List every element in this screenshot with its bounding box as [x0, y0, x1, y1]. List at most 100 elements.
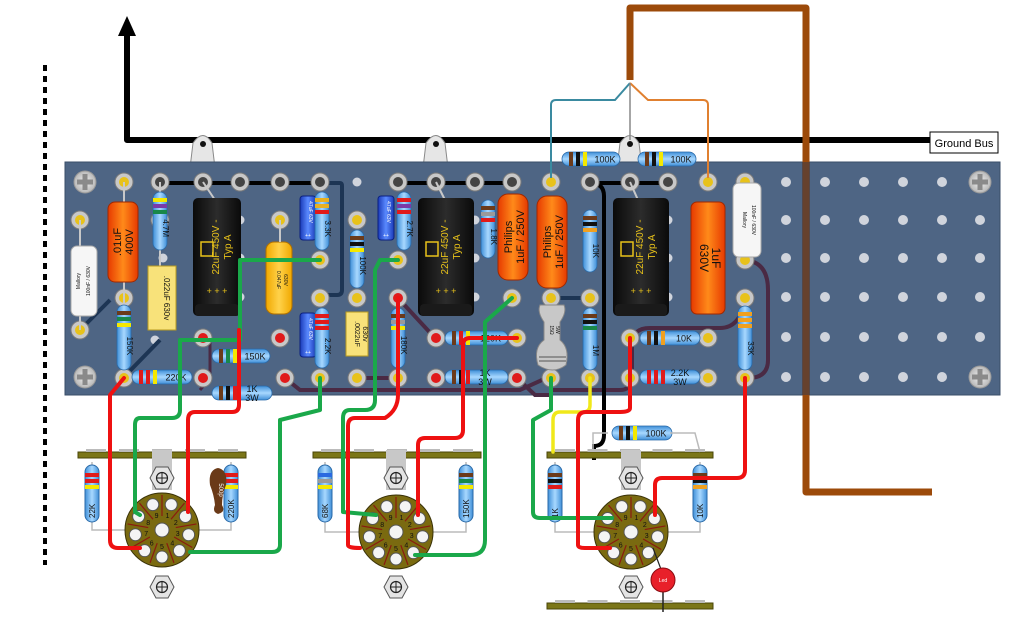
- red-wire-sw3-pin1: [653, 376, 747, 517]
- resistor-value-label: 150K: [244, 352, 265, 362]
- board-hole: [820, 292, 830, 302]
- component-lead: [629, 181, 639, 201]
- turret-terminal: [426, 368, 446, 388]
- resistor-value-label: 150K: [462, 499, 471, 518]
- board-hole: [898, 332, 908, 342]
- turret-terminal: [310, 288, 330, 308]
- socket-pin: [633, 500, 647, 514]
- turret-terminal: [310, 172, 330, 192]
- ground-bus-label: Ground Bus: [935, 138, 994, 150]
- tag-strip-lug: [420, 449, 440, 452]
- socket-pin: [362, 530, 376, 544]
- socket-pin-number: 2: [408, 522, 412, 529]
- ecap-value-label: 47uF 63V: [307, 201, 313, 223]
- ecap-value-label: 47uF 63V: [307, 318, 313, 340]
- turret-terminal: [347, 288, 367, 308]
- board-hole: [820, 253, 830, 263]
- resistor-value-label: 100K: [670, 155, 691, 165]
- board-hole: [781, 372, 791, 382]
- turret-terminal: [507, 368, 527, 388]
- turret-terminal: [388, 172, 408, 192]
- resistor-value-label: 1K: [246, 384, 257, 394]
- board-hole: [859, 292, 869, 302]
- ground-bus-arrow-icon: [118, 16, 136, 36]
- tag-strip-lug: [321, 449, 341, 452]
- resistor-value-label: 2.2K: [671, 368, 690, 378]
- ecap-type-label: Typ A: [452, 234, 463, 259]
- ecap-polarity-label: + + +: [631, 286, 652, 296]
- board-screw-icon: [968, 170, 992, 194]
- resistor-100K-top-b: 100K: [637, 151, 697, 167]
- turret-terminal: [275, 368, 295, 388]
- ecap-type-label: Typ A: [647, 234, 658, 259]
- resistor-value-label: 150K: [125, 337, 134, 356]
- socket-pin-number: 4: [639, 542, 643, 549]
- tag-strip: [546, 602, 714, 610]
- resistor-value-label: 180K: [399, 336, 408, 355]
- ecap-value-label: 22uF 450V -: [635, 219, 646, 274]
- socket-pin-number: 7: [378, 533, 382, 540]
- board-hole: [820, 177, 830, 187]
- board-hole: [781, 332, 791, 342]
- turret-terminal: [230, 172, 250, 192]
- socket-pin: [398, 500, 412, 514]
- ecap-polarity-label: ++: [305, 233, 311, 239]
- resistor-100K-sw3: 100K: [611, 425, 673, 441]
- resistor-33K-b: 33K: [737, 305, 755, 371]
- resistor-value-label: 1.8K: [489, 229, 498, 246]
- jumper-navy-3: [320, 181, 344, 297]
- cap-value-label: 1uF / 250V: [554, 214, 566, 268]
- socket-pin-number: 3: [176, 531, 180, 538]
- ecap-value-label: 47uF 63V: [385, 201, 391, 223]
- resistor-value-label: 100K: [358, 256, 367, 275]
- board-hole: [975, 215, 985, 225]
- tag-strip-lug: [685, 600, 705, 603]
- red-wire-sw2-pin6: [346, 296, 400, 550]
- resistor-2.2K: 2.2K: [314, 307, 332, 369]
- resistor-value-label: 1K: [551, 508, 560, 518]
- tag-strip-lug: [620, 600, 640, 603]
- tag-strip-lug: [119, 449, 139, 452]
- socket-pin-number: 2: [643, 522, 647, 529]
- socket-pin-number: 9: [389, 515, 393, 522]
- orange-wire: [629, 82, 709, 178]
- socket-pin-number: 1: [635, 515, 639, 522]
- resistor-value-label: 15Ω: [548, 325, 554, 335]
- socket-pin-number: 2: [174, 520, 178, 527]
- board-hole: [937, 332, 947, 342]
- socket-pin: [389, 552, 403, 566]
- resistor-value-label: 220K: [227, 499, 236, 518]
- board-hole: [820, 372, 830, 382]
- resistor-value-label: 10K: [676, 334, 692, 344]
- board-hole: [898, 177, 908, 187]
- resistor-100K-top-a: 100K: [561, 151, 621, 167]
- tag-strip-lug: [587, 600, 608, 603]
- cap-value-label: 100nF / 630V: [750, 205, 756, 236]
- electrolytic-cap-22uF-3: 22uF 450V -Typ A + + +: [613, 198, 669, 316]
- board-hole: [820, 332, 830, 342]
- jumper-purple-6: [744, 258, 770, 380]
- resistor-value-label: 68K: [321, 503, 330, 518]
- cap-value-label: .022uF 630v: [162, 276, 171, 320]
- socket-pin-number: 4: [404, 542, 408, 549]
- cap-500p: 500p: [209, 468, 227, 514]
- resistor-22K-sw1: 22K: [84, 464, 100, 523]
- resistor-4.7M: 4.7M: [152, 191, 170, 251]
- board-hole: [937, 292, 947, 302]
- board-hole: [820, 215, 830, 225]
- turret-terminal: [541, 288, 561, 308]
- resistor-220K: 220K: [131, 369, 193, 385]
- socket-pin-number: 8: [146, 520, 150, 527]
- socket-pin: [128, 528, 142, 542]
- resistor-value-label: 4.7M: [161, 219, 170, 237]
- turret-terminal: [541, 172, 561, 192]
- component-lead: [435, 181, 446, 201]
- tag-strip-lug: [685, 449, 705, 452]
- socket-pin: [372, 546, 386, 560]
- tag-strip-lug: [86, 449, 106, 452]
- turret-terminal: [698, 328, 718, 348]
